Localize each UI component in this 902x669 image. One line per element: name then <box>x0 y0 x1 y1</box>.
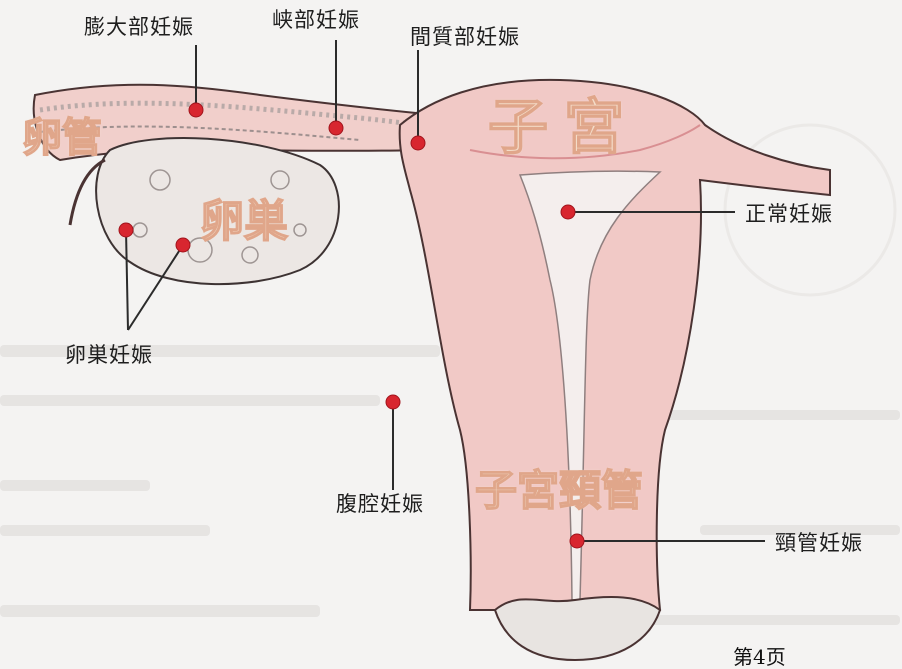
abdominal-pregnancy-label: 腹腔妊娠 <box>336 494 424 515</box>
marker-normal <box>561 205 575 219</box>
marker-interstitial <box>411 136 425 150</box>
cervical-pregnancy-label: 頸管妊娠 <box>775 533 863 554</box>
cervix-label: 子宮頸管 <box>475 470 643 512</box>
ampullary-pregnancy-label: 膨大部妊娠 <box>84 17 194 38</box>
ovary-label: 卵巣 <box>200 200 288 244</box>
marker-ovarian-1 <box>119 223 133 237</box>
isthmic-pregnancy-label: 峡部妊娠 <box>272 10 360 31</box>
marker-ovarian-2 <box>176 238 190 252</box>
marker-ampullary <box>189 103 203 117</box>
normal-pregnancy-label: 正常妊娠 <box>745 204 833 225</box>
tube-label: 卵管 <box>22 118 102 158</box>
interstitial-pregnancy-label: 間質部妊娠 <box>410 27 520 48</box>
marker-cervical <box>570 534 584 548</box>
ovarian-pregnancy-label: 卵巣妊娠 <box>65 345 153 366</box>
page-number: 第4页 <box>733 647 786 667</box>
marker-isthmic <box>329 121 343 135</box>
marker-abdominal <box>386 395 400 409</box>
uterus-label: 子宮 <box>488 98 640 158</box>
